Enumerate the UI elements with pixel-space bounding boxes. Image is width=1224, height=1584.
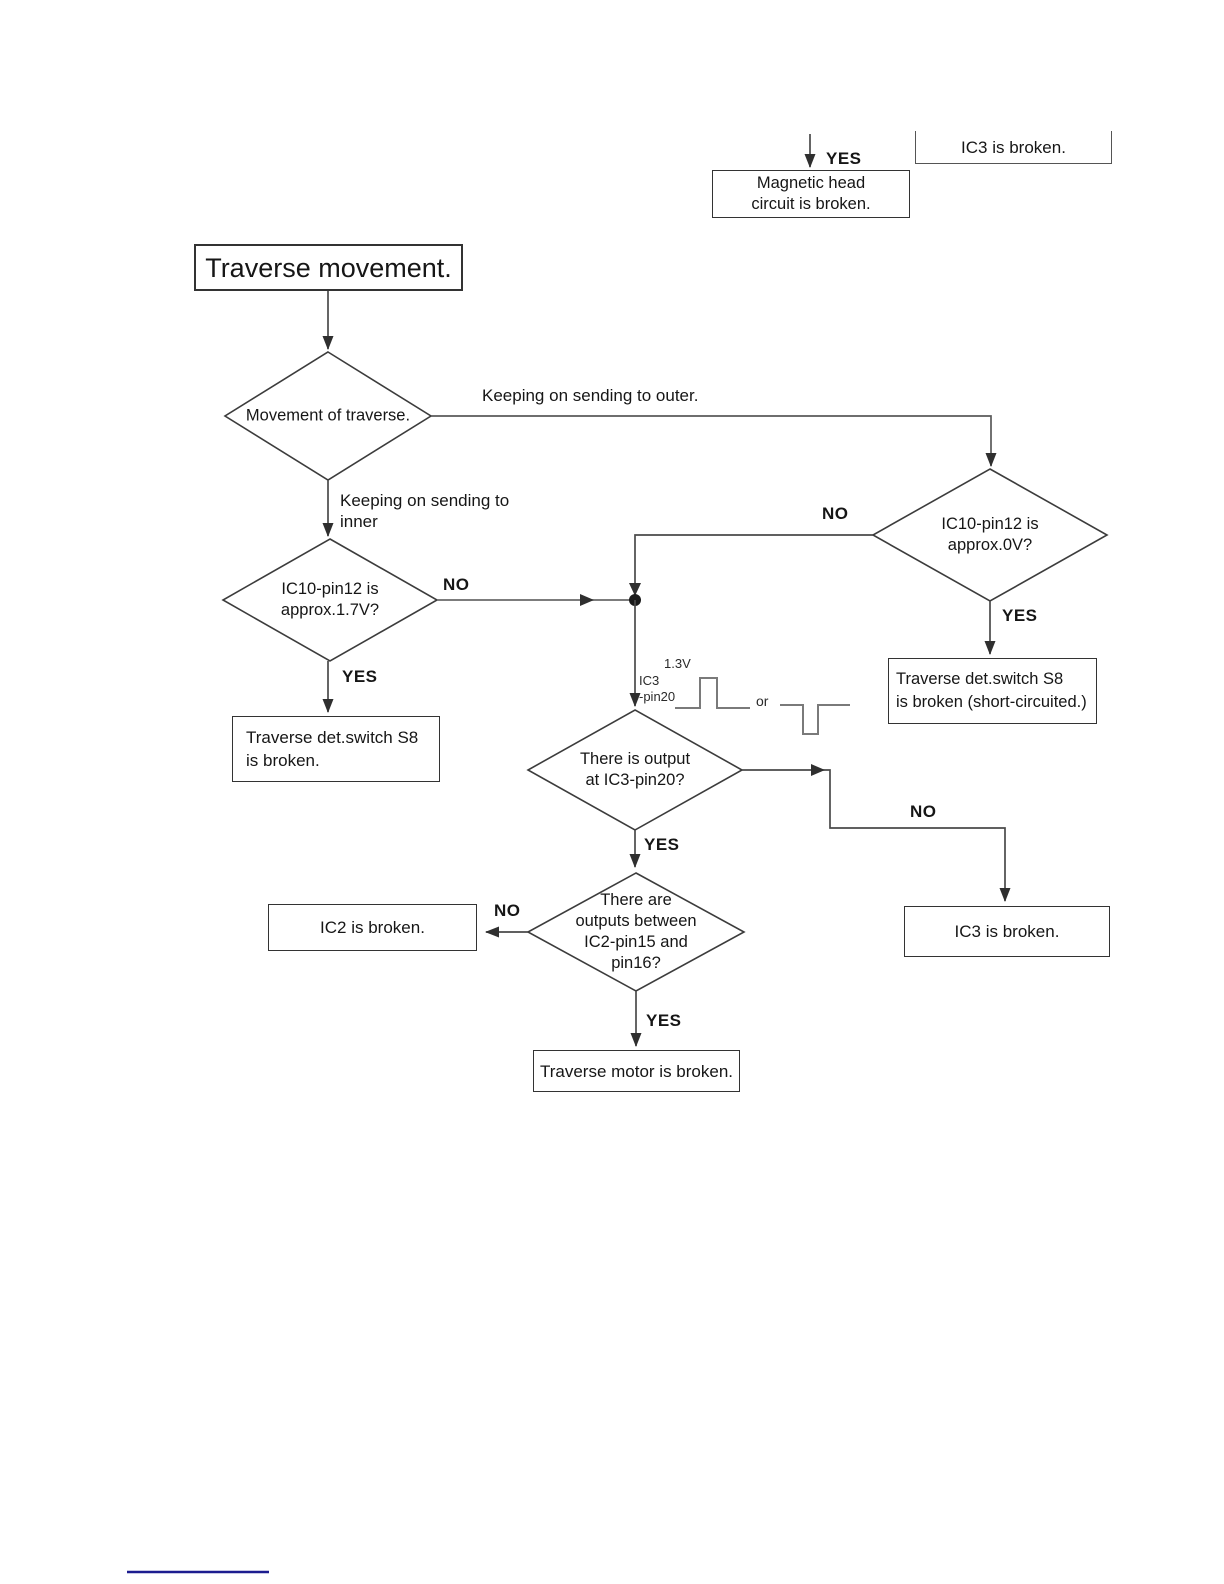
branch-no-outer: NO — [822, 504, 849, 523]
branch-keeping-outer: Keeping on sending to outer. — [482, 386, 699, 405]
start-node: Traverse movement. — [194, 244, 463, 291]
result-line: is broken. — [246, 751, 320, 770]
result-s8-broken: Traverse det.switch S8 is broken. — [232, 716, 440, 782]
result-line: IC2 is broken. — [320, 918, 425, 937]
decision-pin12-inner-label: IC10-pin12 is approx.1.7V? — [280, 580, 380, 619]
waveform-positive-pulse — [675, 677, 750, 709]
result-line: IC3 is broken. — [954, 922, 1060, 941]
decision-pin12-outer-label: IC10-pin12 is approx.0V? — [941, 515, 1039, 554]
branch-no-ic2: NO — [494, 901, 521, 920]
waveform-negative-pulse — [780, 704, 850, 735]
arrowhead-no-outer — [629, 583, 641, 596]
branch-yes-top: YES — [826, 149, 862, 168]
result-line: Magnetic head — [756, 174, 866, 192]
branch-no-inner: NO — [443, 575, 470, 594]
result-motor-broken: Traverse motor is broken. — [533, 1050, 740, 1092]
branch-yes-outer: YES — [1002, 606, 1038, 625]
decision-movement-label: Movement of traverse. — [245, 406, 411, 425]
branch-yes-inner: YES — [342, 667, 378, 686]
result-magnetic-head: Magnetic head circuit is broken. — [712, 170, 910, 218]
branch-yes-ic2: YES — [646, 1011, 682, 1030]
start-label: Traverse movement. — [205, 252, 452, 283]
edge-no-outer — [634, 534, 873, 596]
result-line: Traverse det.switch S8 — [896, 670, 1064, 688]
decision-pin12-inner-shape — [221, 538, 439, 662]
arrowhead-no-pin20 — [811, 764, 825, 776]
result-s8-short-circuited: Traverse det.switch S8 is broken (short-… — [888, 658, 1097, 724]
result-line: Traverse motor is broken. — [539, 1061, 734, 1081]
waveform-source-label: IC3 -pin20 — [639, 673, 676, 704]
edge-no-pin20 — [742, 769, 1011, 902]
branch-keeping-inner: Keeping on sending to inner — [340, 491, 510, 531]
edge-keeping-outer — [431, 415, 997, 467]
arrowhead-no-inner — [580, 594, 594, 606]
result-line: circuit is broken. — [751, 195, 871, 213]
result-ic3-broken: IC3 is broken. — [904, 906, 1110, 957]
waveform-voltage-label: 1.3V — [664, 656, 691, 671]
decision-output-pin20-label: There is output at IC3-pin20? — [579, 750, 691, 789]
decision-outputs-ic2-label: There are outputs between IC2-pin15 and … — [575, 891, 697, 972]
result-line: is broken (short-circuited.) — [896, 693, 1087, 711]
result-line: Traverse det.switch S8 — [246, 728, 419, 747]
result-ic2-broken: IC2 is broken. — [268, 904, 477, 951]
result-ic3-top: IC3 is broken. — [915, 131, 1112, 164]
result-line: IC3 is broken. — [961, 137, 1066, 157]
branch-yes-pin20: YES — [644, 835, 680, 854]
waveform-or-label: or — [756, 693, 769, 709]
branch-no-pin20: NO — [910, 802, 937, 821]
